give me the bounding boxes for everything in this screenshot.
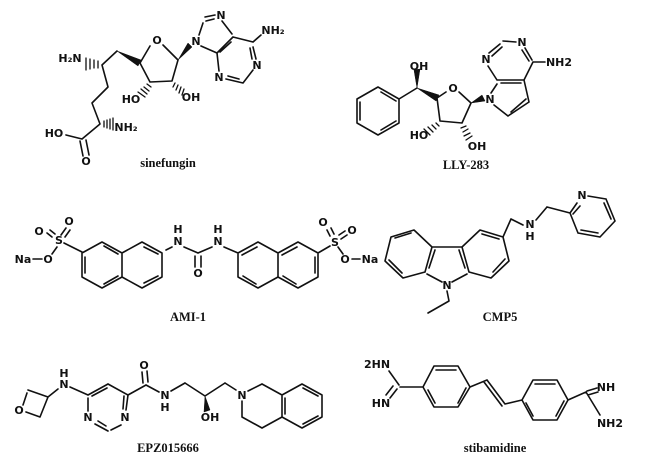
atom-label-n1: N xyxy=(481,53,490,66)
atom-label-n7: N xyxy=(485,93,494,106)
atom-label-n1: N xyxy=(252,59,261,72)
atom-label-oh-2p: OH xyxy=(468,140,487,153)
atom-label-amide-n: N xyxy=(160,389,169,402)
atom-label-h2n-side: H₂N xyxy=(58,52,81,65)
atom-label-n9: N xyxy=(191,35,200,48)
compound-name-epz015666: EPZ015666 xyxy=(137,441,199,455)
atom-label-ring-o: O xyxy=(448,82,457,95)
atom-label-benzylic-oh: OH xyxy=(410,60,429,73)
atom-label-ho-3p: HO xyxy=(410,129,429,142)
atom-label-urea-o: O xyxy=(193,267,202,280)
lly283-hash-wedges xyxy=(423,122,473,141)
atom-label-carbonyl-o: O xyxy=(139,359,148,372)
atom-label-o-na-right: O xyxy=(340,253,349,266)
atom-label-hn-left: HN xyxy=(372,397,390,410)
compound-cmp5: N N H N CMP5 xyxy=(384,189,616,324)
atom-label-carbazole-n: N xyxy=(442,279,451,292)
atom-label-na-right: Na xyxy=(362,253,379,266)
atom-label-nh-right: NH xyxy=(597,381,615,394)
atom-label-ring-o: O xyxy=(152,34,161,47)
lly283-bonds xyxy=(356,40,546,136)
sinefungin-hash-wedges xyxy=(85,57,185,131)
atom-label-n-left: N xyxy=(173,235,182,248)
stibamidine-bonds xyxy=(385,365,601,421)
sinefungin-bonds xyxy=(65,14,262,157)
compound-name-ami1: AMI-1 xyxy=(170,310,206,324)
compound-name-lly283: LLY-283 xyxy=(443,158,489,172)
lly283-wedge-n7 xyxy=(470,94,486,104)
atom-label-n-right: N xyxy=(213,235,222,248)
atom-label-o-na-left: O xyxy=(43,253,52,266)
atom-label-oh: OH xyxy=(201,411,220,424)
atom-label-amide-h: H xyxy=(160,401,169,414)
atom-label-h-left: H xyxy=(173,223,182,236)
atom-label-n3: N xyxy=(120,411,129,424)
atom-label-h-right: H xyxy=(213,223,222,236)
compound-lly283: OH O HO OH N N N NH2 LLY-283 xyxy=(356,36,572,172)
compound-name-sinefungin: sinefungin xyxy=(140,156,196,170)
atom-label-amine-h: H xyxy=(525,230,534,243)
atom-label-n7: N xyxy=(216,9,225,22)
atom-label-o-right-b: O xyxy=(347,224,356,237)
atom-label-na-left: Na xyxy=(15,253,32,266)
compound-stibamidine: 2HN HN NH NH2 stibamidine xyxy=(364,358,623,455)
atom-label-carbonyl-o: O xyxy=(81,155,90,168)
atom-label-s-left: S xyxy=(55,234,63,247)
atom-label-pyridine-n: N xyxy=(577,189,586,202)
lly283-wedge-c4 xyxy=(416,87,440,102)
atom-label-nh2-right: NH2 xyxy=(597,417,623,430)
cmp5-bonds xyxy=(384,195,616,314)
lly283-wedge-oh xyxy=(413,68,421,89)
compound-name-cmp5: CMP5 xyxy=(483,310,518,324)
atom-label-o-left-b: O xyxy=(64,215,73,228)
atom-label-amine-n: N xyxy=(525,218,534,231)
ami1-bonds xyxy=(32,227,361,289)
atom-label-o-left-a: O xyxy=(34,225,43,238)
epz015666-bonds xyxy=(22,370,323,432)
compound-name-stibamidine: stibamidine xyxy=(464,441,527,455)
compound-epz015666: O H N N N O N H OH N EPZ015666 xyxy=(14,359,323,455)
atom-label-alpha-nh2: NH₂ xyxy=(114,121,137,134)
atom-label-o-right-a: O xyxy=(318,216,327,229)
atom-label-nh-n: N xyxy=(59,378,68,391)
atom-label-hn2-left: 2HN xyxy=(364,358,390,371)
epz015666-wedge-oh xyxy=(203,395,211,413)
atom-label-oxetane-o: O xyxy=(14,404,23,417)
atom-label-nh-h: H xyxy=(59,367,68,380)
compound-sinefungin: H₂N O N N NH₂ N N HO OH HO NH₂ O sinefun… xyxy=(45,9,285,170)
atom-label-acid-ho: HO xyxy=(45,127,64,140)
atom-label-nh2: NH2 xyxy=(546,56,572,69)
atom-label-thiq-n: N xyxy=(237,389,246,402)
atom-label-s-right: S xyxy=(331,236,339,249)
atom-label-ho-3p: HO xyxy=(122,93,141,106)
compound-ami1: Na O S O O H N O H N S O O O Na AMI-1 xyxy=(15,215,379,324)
atom-label-adenine-nh2: NH₂ xyxy=(261,24,284,37)
atom-label-oh-2p: OH xyxy=(182,91,201,104)
atom-label-n3: N xyxy=(214,71,223,84)
sinefungin-wedge-n9 xyxy=(177,42,193,61)
sinefungin-wedge-c5 xyxy=(116,50,142,67)
atom-label-n3: N xyxy=(517,36,526,49)
atom-label-n1: N xyxy=(83,411,92,424)
